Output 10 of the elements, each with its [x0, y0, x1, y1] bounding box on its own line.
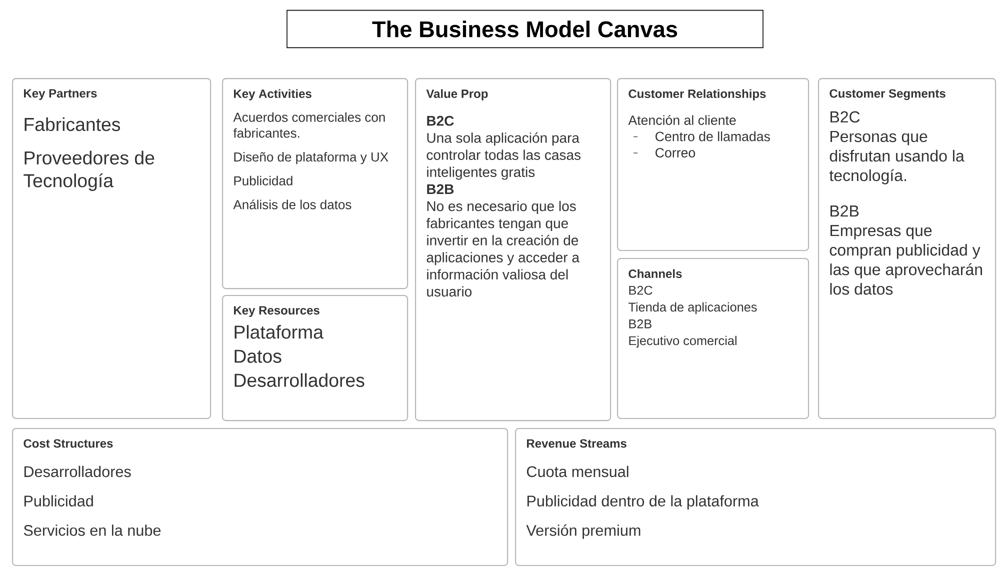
- canvas-box: Key Resources Plataforma Datos Desarrolladores: [222, 295, 408, 422]
- canvas-box: Cost Structures Desarrolladores Publicidad Servicios en la nube: [12, 428, 508, 566]
- canvas-box: Key Partners Fabricantes Proveedores de Tecnología: [12, 78, 212, 420]
- canvas-box: Customer Segments B2C Personas que disfrutan usando la tecnología. B2B Empresas que compran publicidad y las que aprovecharán los datos: [818, 78, 996, 420]
- canvas-box: Customer Relationships Atención al cliente Centro de llamadas Correo: [617, 78, 810, 252]
- canvas-box: Key Activities Acuerdos comerciales con fabricantes. Diseño de plataforma y UX Publicidad Análisis de los datos: [222, 78, 408, 290]
- canvas-box: Revenue Streams Cuota mensual Publicidad dentro de la plataforma Versión premium: [515, 428, 996, 566]
- canvas-box: Value Prop B2C Una sola aplicación para controlar todas las casas inteligentes gratis B2B No es necesario que los fabricantes tengan que invertir en la creación de aplicaciones y acceder a información valiosa del usuario: [415, 78, 612, 422]
- title-box: The Business Model Canvas: [286, 10, 764, 48]
- canvas-box: Channels B2C Tienda de aplicaciones B2B Ejecutivo comercial: [617, 258, 810, 420]
